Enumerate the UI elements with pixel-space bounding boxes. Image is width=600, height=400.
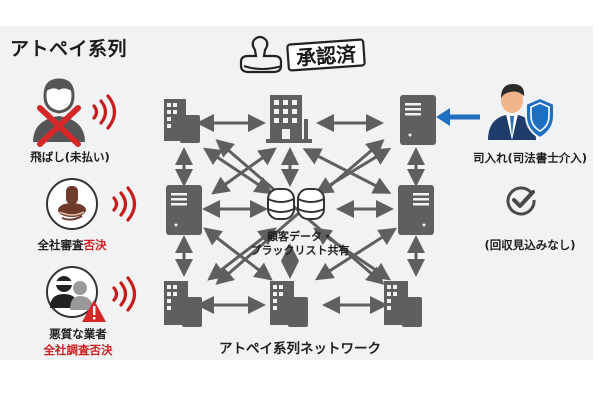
skip-payment-label: 飛ばし(未払い): [30, 150, 110, 164]
approved-stamp: 承認済: [239, 34, 370, 86]
bad-actors-warning-icon: [46, 266, 106, 322]
signal-icon: [90, 94, 120, 134]
stamp-label: 承認済: [295, 41, 357, 71]
node-bottom-left: [164, 281, 202, 327]
node-mid-left: [166, 185, 202, 235]
shared-data-label-2: ブラックリスト共有: [250, 244, 350, 257]
person-crossed-icon: [33, 78, 85, 147]
network-graph: [164, 95, 436, 327]
page-title: アトペイ系列: [10, 38, 128, 60]
diagram-panel: アトペイ系列 承認済 飛ばし(未払い): [0, 26, 593, 360]
signal-icon: [110, 186, 140, 226]
left-item-skip-payment: [28, 78, 88, 152]
database-icon: [267, 188, 325, 220]
node-top-left: [164, 99, 200, 143]
left-item-company-review: [44, 176, 100, 236]
bad-actors-result-label: 全社調査否決: [43, 343, 113, 357]
no-recovery-label: (回収見込みなし): [484, 238, 576, 252]
shared-data-label-1: 顧客データ・: [267, 230, 333, 243]
node-mid-right: [398, 185, 434, 235]
lawyer-label: 司入れ(司法書士介入): [472, 151, 587, 165]
node-top-center: [266, 95, 312, 143]
stamp-circle-icon: [46, 178, 98, 230]
signal-icon: [110, 276, 140, 316]
bad-actors-label: 悪質な業者: [49, 327, 107, 341]
lawyer-shield-icon: [484, 82, 556, 144]
blue-arrow-icon: [436, 107, 482, 131]
network-caption: アトペイ系列ネットワーク: [219, 341, 381, 357]
link-arrow: [211, 147, 277, 195]
node-bottom-center: [270, 281, 308, 327]
company-review-label: 全社審査否決: [37, 238, 107, 252]
check-circle-icon: [505, 184, 537, 220]
node-top-right: [400, 95, 436, 145]
stamp-icon: [239, 35, 366, 74]
node-bottom-right: [384, 281, 422, 327]
left-item-bad-actors: [44, 264, 110, 330]
